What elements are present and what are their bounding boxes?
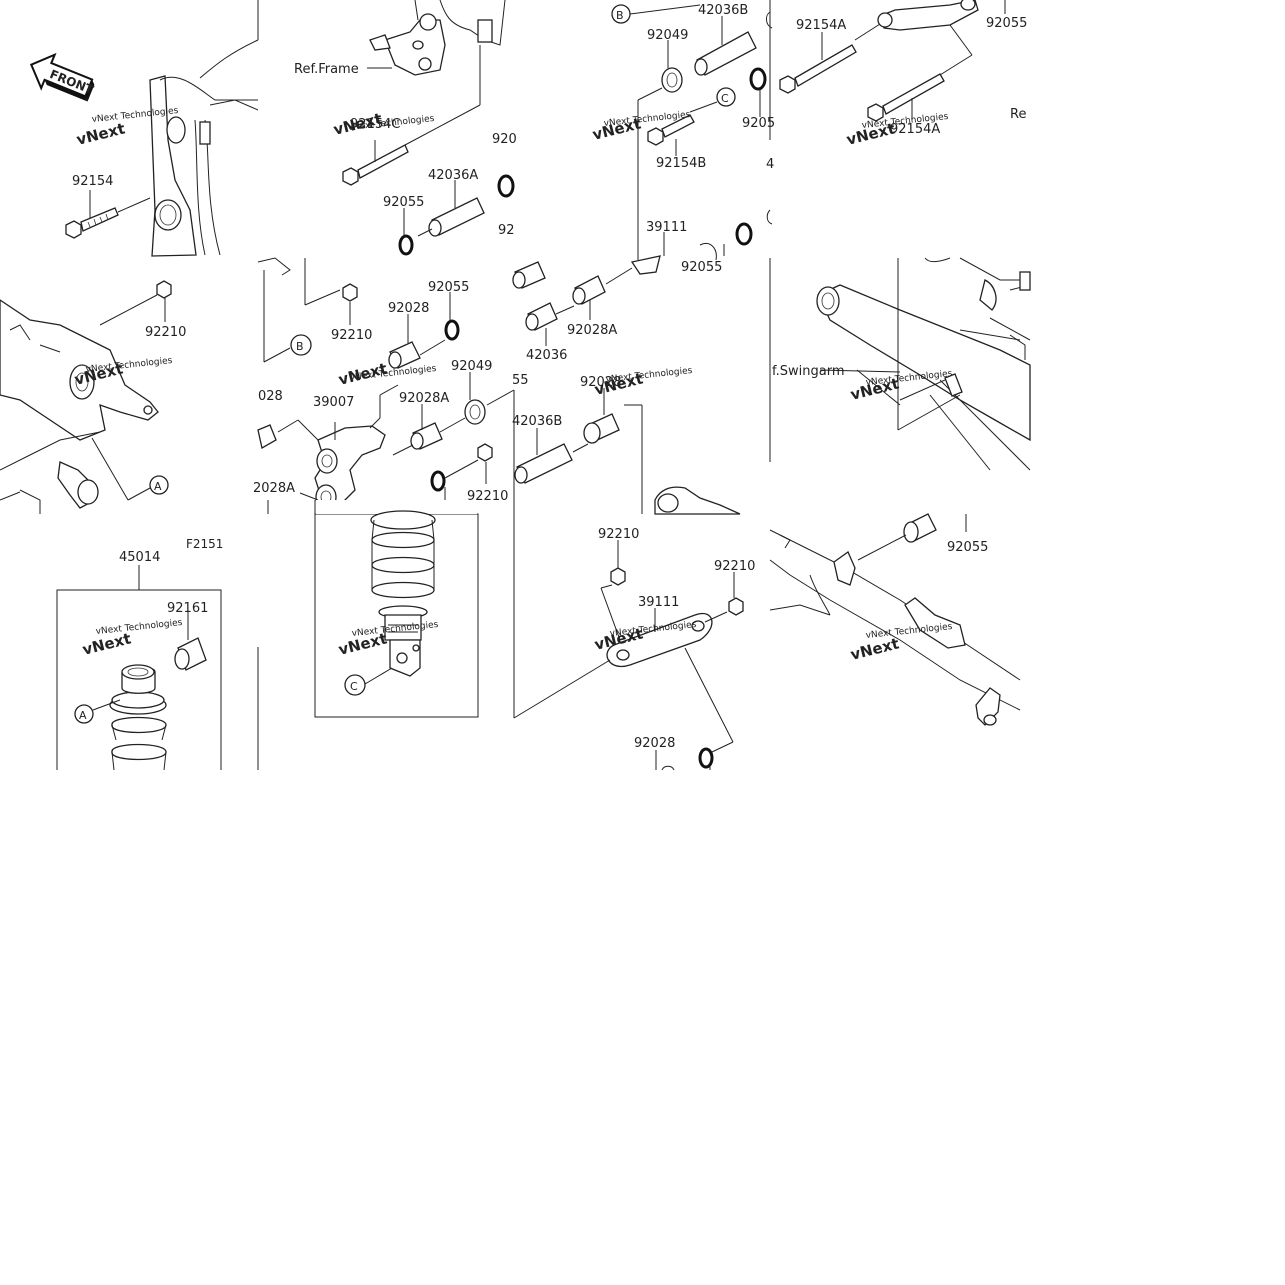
tie-rod-39111: [606, 612, 713, 668]
shock-panel: F2151 45014 92161 A: [50, 537, 230, 800]
label-45014: 45014: [119, 550, 160, 565]
label-55: 55: [512, 373, 529, 388]
label-92028a-b: 92028A: [567, 323, 617, 338]
diagram-code: F2151: [186, 537, 223, 551]
frame-linkage-panel: A 92210: [0, 280, 186, 514]
label-42036b-a: 42036B: [698, 3, 748, 18]
label-4: 4: [766, 157, 774, 172]
label-92154c: 92154C: [350, 117, 400, 132]
nut-92210-b: [342, 283, 358, 302]
label-92055-a: 92055: [383, 195, 424, 210]
swingarm-panel: f.Swingarm: [772, 257, 1031, 471]
bolt-92154a-b: [867, 73, 945, 122]
label-2028a: 2028A: [253, 481, 295, 496]
bracket-clamp-b: [904, 597, 966, 649]
rocker-arm-panel: B 92210 92028 92055 028 39007 9: [253, 257, 529, 514]
link-39111-a: [630, 255, 661, 275]
callout-c-top: C: [721, 92, 729, 105]
label-92049-a: 92049: [451, 359, 492, 374]
label-92028a-a: 92028A: [399, 391, 449, 406]
label-92210-d: 92210: [598, 527, 639, 542]
oring-92028-ring: [430, 470, 446, 492]
swingarm-body: [817, 284, 1031, 442]
callout-a-bottom: A: [79, 709, 87, 722]
label-92210-c: 92210: [467, 489, 508, 504]
collar-42036b-a: [694, 16, 757, 76]
label-92028-b: 92028: [580, 375, 621, 390]
label-92210-e: 92210: [714, 559, 755, 574]
bolt-92154b: [647, 114, 695, 156]
nut-92210-a: [156, 280, 172, 299]
label-92154b: 92154B: [656, 156, 706, 171]
oring-920-a: [497, 174, 515, 198]
label-92161: 92161: [167, 601, 208, 616]
label-92049-b: 92049: [647, 28, 688, 43]
label-92-a: 92: [498, 223, 515, 238]
bracket-top-right: [879, 0, 979, 31]
label-9205: 9205: [742, 116, 775, 131]
oring-92028-c: [698, 747, 714, 769]
washer-92049-b: [661, 67, 683, 93]
watermark-9: vNext Technologies: [95, 618, 183, 637]
label-920-a: 920: [492, 132, 517, 147]
label-92210-a: 92210: [145, 325, 186, 340]
label-42036a: 42036A: [428, 168, 478, 183]
shock-spring: [109, 691, 167, 771]
callout-b-mid: B: [296, 340, 304, 353]
linkage-parts-panel: B 42036B 92049 9205 C 92154B 4: [512, 3, 775, 363]
oring-9205: [749, 67, 767, 91]
callout-b-top: B: [616, 9, 624, 22]
watermark-7: vNext Technologies: [605, 366, 693, 385]
washer-92049-a: [464, 399, 486, 425]
nut-92210-d: [610, 567, 626, 586]
swingarm-bracket-panel: 92055: [769, 513, 1021, 726]
ref-swingarm-label: f.Swingarm: [772, 364, 845, 379]
label-92154a-b: 92154A: [890, 122, 940, 137]
bolt-92154: [65, 190, 151, 239]
oring-92055-a: [398, 234, 414, 256]
tie-rod-panel: 92210 92210 39111 92028: [513, 527, 755, 771]
label-92055-d: 92055: [986, 16, 1027, 31]
label-92154: 92154: [72, 174, 113, 189]
bolt-92154c: [342, 140, 409, 186]
collar-set-panel: 42036B 92028: [512, 375, 741, 515]
oring-92055-b: [444, 319, 460, 341]
bolt-92154a-a: [779, 32, 857, 94]
label-92154a-a: 92154A: [796, 18, 846, 33]
label-39111-a: 39111: [646, 220, 687, 235]
nut-92210-c: [477, 443, 493, 462]
label-92210-b: 92210: [331, 328, 372, 343]
panel-dividers: [257, 0, 771, 770]
frame-mount-panel: 92154: [65, 39, 259, 257]
label-92028-a: 92028: [388, 301, 429, 316]
label-39111-b: 39111: [638, 595, 679, 610]
callout-c-bottom: C: [350, 680, 358, 693]
label-39007: 39007: [313, 395, 354, 410]
nut-92210-e: [728, 597, 744, 616]
ref-re-label: Re: [1010, 107, 1026, 122]
label-028: 028: [258, 389, 283, 404]
oring-92055-c: [735, 222, 753, 246]
ref-frame-panel: Ref.Frame 92154C 42036A 92055 920 92: [294, 0, 517, 256]
label-42036: 42036: [526, 348, 567, 363]
collar-42036a: [417, 180, 485, 237]
label-92055-e: 92055: [947, 540, 988, 555]
label-92028-c: 92028: [634, 736, 675, 751]
shock-absorber-panel: C: [314, 500, 479, 718]
shock-spring-coils: [370, 510, 436, 677]
rear-bolts-panel: 92154A 92154A 92055 Re: [779, 0, 1027, 137]
label-42036b-b: 42036B: [512, 414, 562, 429]
callout-a-mid: A: [154, 480, 162, 493]
label-92055-c: 92055: [681, 260, 722, 275]
front-arrow-icon: FRONT: [29, 52, 96, 102]
bracket-clamp-a: [833, 551, 856, 586]
label-92055-b: 92055: [428, 280, 469, 295]
ref-frame-label: Ref.Frame: [294, 62, 359, 77]
